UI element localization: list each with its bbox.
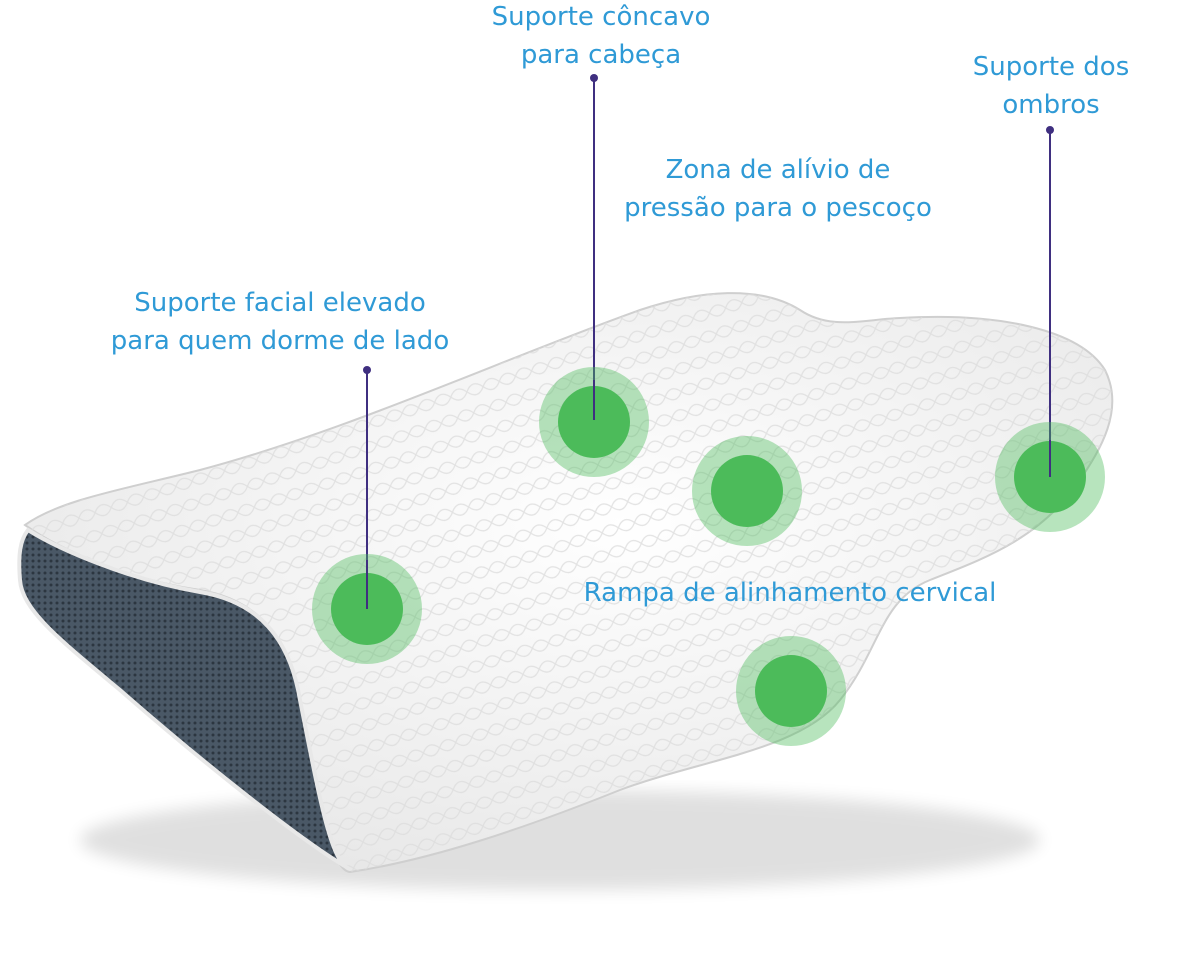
label-line: Rampa de alinhamento cervical <box>583 578 997 608</box>
pillow-mesh-side <box>17 527 350 870</box>
marker-ramp <box>736 636 846 746</box>
label-line: Suporte facial elevado <box>134 288 426 318</box>
leader-dot-shoulders <box>1046 126 1054 134</box>
marker-neck <box>692 436 802 546</box>
label-line: ombros <box>1002 90 1100 120</box>
label-line: Suporte dos <box>972 52 1130 82</box>
label-neck-relief: Zona de alívio de pressão para o pescoço <box>624 151 932 227</box>
label-head-support: Suporte côncavo para cabeça <box>492 0 711 74</box>
label-line: pressão para o pescoço <box>624 193 932 223</box>
label-face-support: Suporte facial elevado para quem dorme d… <box>111 284 449 360</box>
leader-dot-face <box>363 366 371 374</box>
label-cervical-ramp: Rampa de alinhamento cervical <box>584 574 997 612</box>
label-line: para quem dorme de lado <box>110 326 450 356</box>
marker-head <box>539 367 649 477</box>
pillow-quilt-texture <box>25 293 1113 872</box>
leader-dot-head <box>590 74 598 82</box>
label-line: para cabeça <box>520 40 682 70</box>
label-shoulder-support: Suporte dos ombros <box>973 48 1130 124</box>
label-line: Suporte côncavo <box>491 2 711 32</box>
label-line: Zona de alívio de <box>665 155 891 185</box>
